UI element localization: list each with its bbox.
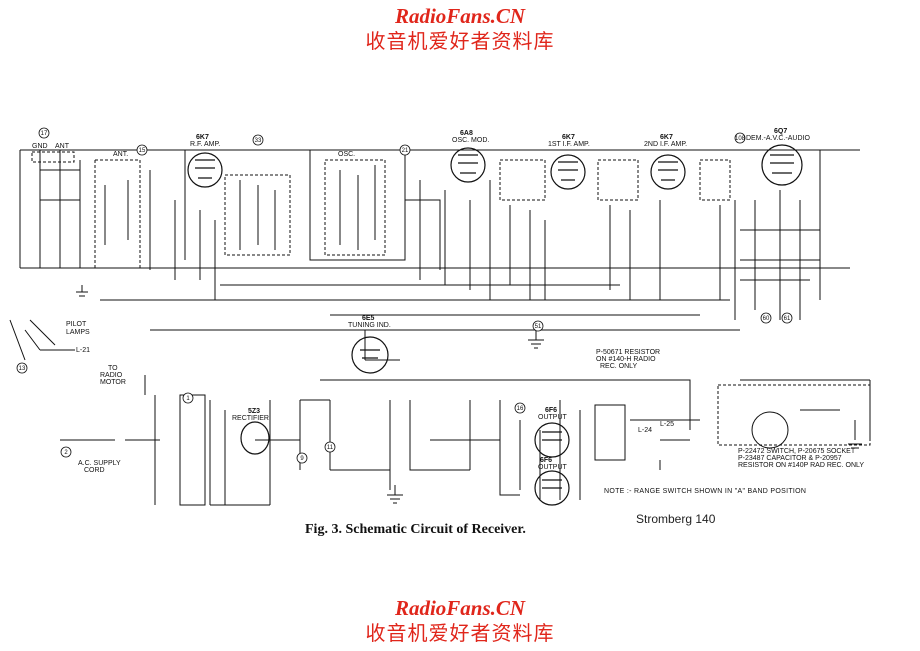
tube-6k7-if1 (550, 154, 586, 190)
label-5z3: 5Z3 (248, 408, 260, 415)
svg-text:1: 1 (186, 396, 190, 402)
model-label: Stromberg 140 (636, 512, 716, 526)
watermark-subtitle-bottom: 收音机爱好者资料库 (365, 621, 555, 645)
label-6a8: 6A8 (460, 130, 473, 137)
wiring (9, 149, 871, 506)
svg-text:33: 33 (255, 138, 262, 144)
tube-6e5 (351, 336, 389, 374)
label-res2: ON #140-H RADIO (596, 356, 656, 363)
label-radio: RADIO (100, 372, 123, 379)
label-6f6-upper: 6F6 (545, 407, 557, 414)
label-pilot: PILOT (66, 321, 87, 328)
tube-6k7-if2 (650, 154, 686, 190)
label-output-upper: OUTPUT (538, 414, 568, 421)
label-lamps: LAMPS (66, 329, 90, 336)
label-rf-amp: R.F. AMP. (190, 141, 220, 148)
tube-6q7 (761, 144, 803, 186)
label-6k7-rf: 6K7 (196, 134, 209, 141)
watermark-bottom: RadioFans.CN 收音机爱好者资料库 (0, 596, 920, 646)
label-l24: L-24 (638, 427, 652, 434)
label-res3: REC. ONLY (600, 363, 638, 370)
watermark-top: RadioFans.CN 收音机爱好者资料库 (0, 4, 920, 54)
label-l21: L-21 (76, 347, 90, 354)
label-6k7-if2: 6K7 (660, 134, 673, 141)
label-cord: CORD (84, 467, 105, 474)
tube-6k7-rf (187, 152, 223, 188)
label-6e5: 6E5 (362, 315, 375, 322)
svg-text:2: 2 (64, 450, 68, 456)
label-res1: P-50671 RESISTOR (596, 349, 660, 356)
connection-points: 17 33 15 21 108 51 13 2 9 11 60 61 16 1 (16, 127, 793, 464)
svg-text:16: 16 (517, 406, 524, 412)
watermark-subtitle: 收音机爱好者资料库 (365, 29, 555, 53)
label-ant-term: ANT (55, 143, 70, 150)
svg-text:15: 15 (139, 148, 146, 154)
label-sw2: P-23487 CAPACITOR & P-20957 (738, 455, 842, 462)
tube-6a8 (450, 147, 486, 183)
tubes (187, 144, 803, 506)
label-dem: DEM.-A.V.C.-AUDIO (746, 135, 810, 142)
label-6f6-lower: 6F6 (540, 457, 552, 464)
label-sw1: P-22472 SWITCH, P-20675 SOCKET (738, 448, 856, 455)
label-gnd: GND (32, 143, 48, 150)
svg-text:61: 61 (784, 316, 791, 322)
tube-6f6-upper (534, 422, 570, 458)
svg-text:108: 108 (735, 136, 746, 142)
label-rectifier: RECTIFIER (232, 415, 269, 422)
label-tuning-ind: TUNING IND. (348, 322, 391, 329)
svg-text:11: 11 (327, 445, 334, 451)
label-to: TO (108, 365, 118, 372)
label-sw3: RESISTOR ON #140P RAD REC. ONLY (738, 462, 864, 469)
label-output-lower: OUTPUT (538, 464, 568, 471)
tube-6f6-lower (534, 470, 570, 506)
label-l25: L-25 (660, 421, 674, 428)
svg-text:21: 21 (402, 148, 409, 154)
label-if2: 2ND I.F. AMP. (644, 141, 687, 148)
label-motor: MOTOR (100, 379, 126, 386)
label-6k7-if1: 6K7 (562, 134, 575, 141)
svg-text:9: 9 (300, 456, 304, 462)
label-6q7: 6Q7 (774, 128, 787, 135)
tube-5z3 (240, 421, 270, 455)
label-osc: OSC. (338, 151, 355, 158)
label-ant: ANT. (113, 151, 128, 158)
watermark-site-bottom: RadioFans.CN (394, 596, 526, 620)
range-switch-note: NOTE :- RANGE SWITCH SHOWN IN "A" BAND P… (604, 488, 807, 495)
svg-text:60: 60 (763, 316, 770, 322)
figure-caption: Fig. 3. Schematic Circuit of Receiver. (305, 522, 526, 537)
watermark-site: RadioFans.CN (394, 4, 526, 28)
svg-text:51: 51 (535, 324, 542, 330)
svg-text:17: 17 (41, 131, 48, 137)
labels: 6K7 R.F. AMP. 6A8 OSC. MOD. 6K7 1ST I.F.… (32, 128, 864, 474)
label-osc-mod: OSC. MOD. (452, 137, 489, 144)
label-ac-supply: A.C. SUPPLY (78, 460, 121, 467)
label-if1: 1ST I.F. AMP. (548, 141, 590, 148)
svg-text:13: 13 (19, 366, 26, 372)
